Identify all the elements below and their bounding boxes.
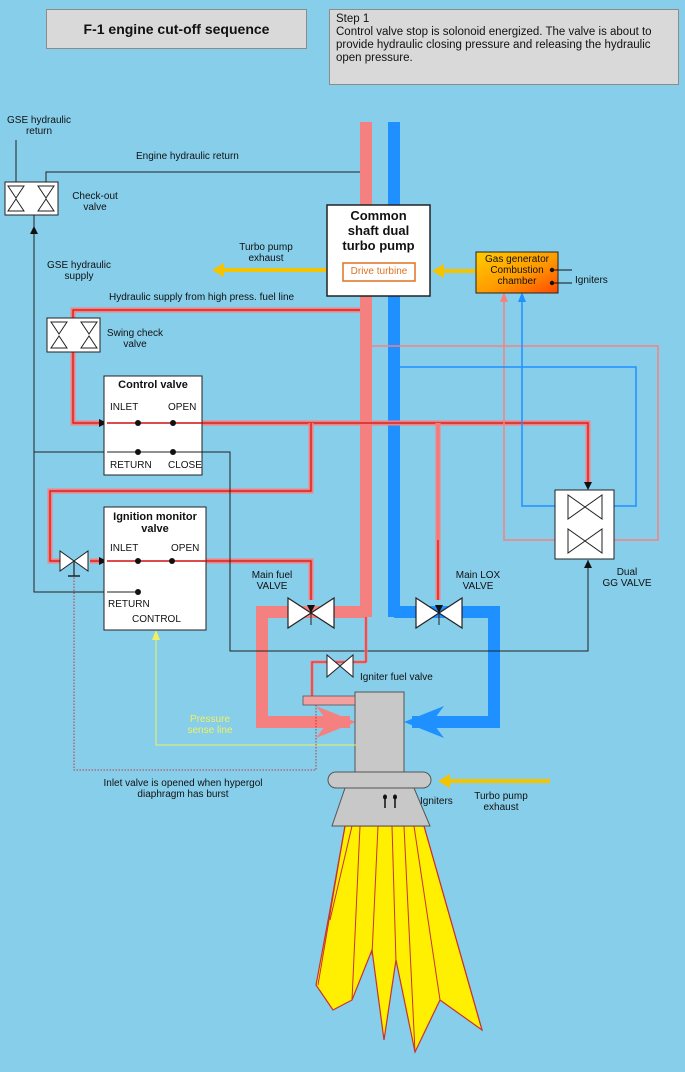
cv-return-label: RETURN bbox=[110, 460, 152, 471]
gg-fuel-feed bbox=[372, 296, 659, 541]
igniter-fuel-valve[interactable] bbox=[326, 653, 354, 679]
label-igniter-fuel-valve: Igniter fuel valve bbox=[360, 672, 433, 683]
label-gg-igniters: Igniters bbox=[575, 275, 608, 286]
main-lox-valve[interactable] bbox=[415, 596, 463, 630]
imv-open-label: OPEN bbox=[171, 543, 200, 554]
cv-close-label: CLOSE bbox=[168, 460, 202, 471]
hypergol-line bbox=[73, 575, 317, 771]
step-text: Control valve stop is solonoid energized… bbox=[336, 26, 652, 64]
cv-open-label: OPEN bbox=[168, 402, 197, 413]
gg-igniter-dot bbox=[549, 267, 555, 273]
drive-turbine-label: Drive turbine bbox=[350, 266, 408, 277]
igniter-fuel-line bbox=[302, 617, 368, 706]
inlet-valve[interactable] bbox=[59, 550, 89, 577]
checkout-valve[interactable] bbox=[4, 181, 59, 216]
arrow-head bbox=[152, 630, 160, 640]
arrow-head bbox=[584, 560, 592, 568]
gg-to-turbine-arrow bbox=[432, 264, 476, 278]
main-fuel-valve[interactable] bbox=[287, 596, 335, 630]
label-engine-igniters: Igniters bbox=[420, 796, 453, 807]
arrow-head bbox=[30, 226, 38, 234]
arrow-head bbox=[99, 557, 107, 565]
gg-igniter-dot bbox=[549, 280, 555, 286]
exhaust-arrow-bottom bbox=[438, 774, 550, 788]
arrow-head bbox=[500, 292, 508, 302]
imv-return-label: RETURN bbox=[108, 599, 150, 610]
label-engine-return: Engine hydraulic return bbox=[136, 151, 239, 162]
imv-control-label: CONTROL bbox=[132, 614, 181, 625]
arrow-head bbox=[518, 292, 526, 302]
drive-turbine-box bbox=[342, 262, 416, 282]
exhaust-flame bbox=[315, 825, 484, 1054]
pressure-sense-line bbox=[155, 632, 356, 746]
step-description: Step 1 Control valve stop is solonoid en… bbox=[329, 9, 679, 85]
ignition-monitor-valve-box[interactable] bbox=[103, 506, 207, 631]
control-valve-title: Control valve bbox=[118, 379, 188, 391]
swing-check-valve[interactable] bbox=[46, 317, 101, 353]
gas-generator-box bbox=[475, 251, 559, 294]
cv-inlet-label: INLET bbox=[110, 402, 139, 413]
step-heading: Step 1 bbox=[336, 13, 370, 25]
arrow-head bbox=[99, 419, 107, 427]
label-hydraulic-supply: Hydraulic supply from high press. fuel l… bbox=[109, 292, 295, 303]
arrow-head bbox=[584, 482, 592, 490]
control-valve-box[interactable] bbox=[103, 375, 203, 476]
engine-chamber bbox=[327, 691, 432, 827]
dual-gg-valve[interactable] bbox=[554, 489, 615, 560]
gg-lox-feed bbox=[400, 296, 637, 507]
imv-inlet-label: INLET bbox=[110, 543, 139, 554]
diagram-title: F-1 engine cut-off sequence bbox=[46, 9, 307, 49]
exhaust-arrow-top bbox=[212, 263, 326, 277]
